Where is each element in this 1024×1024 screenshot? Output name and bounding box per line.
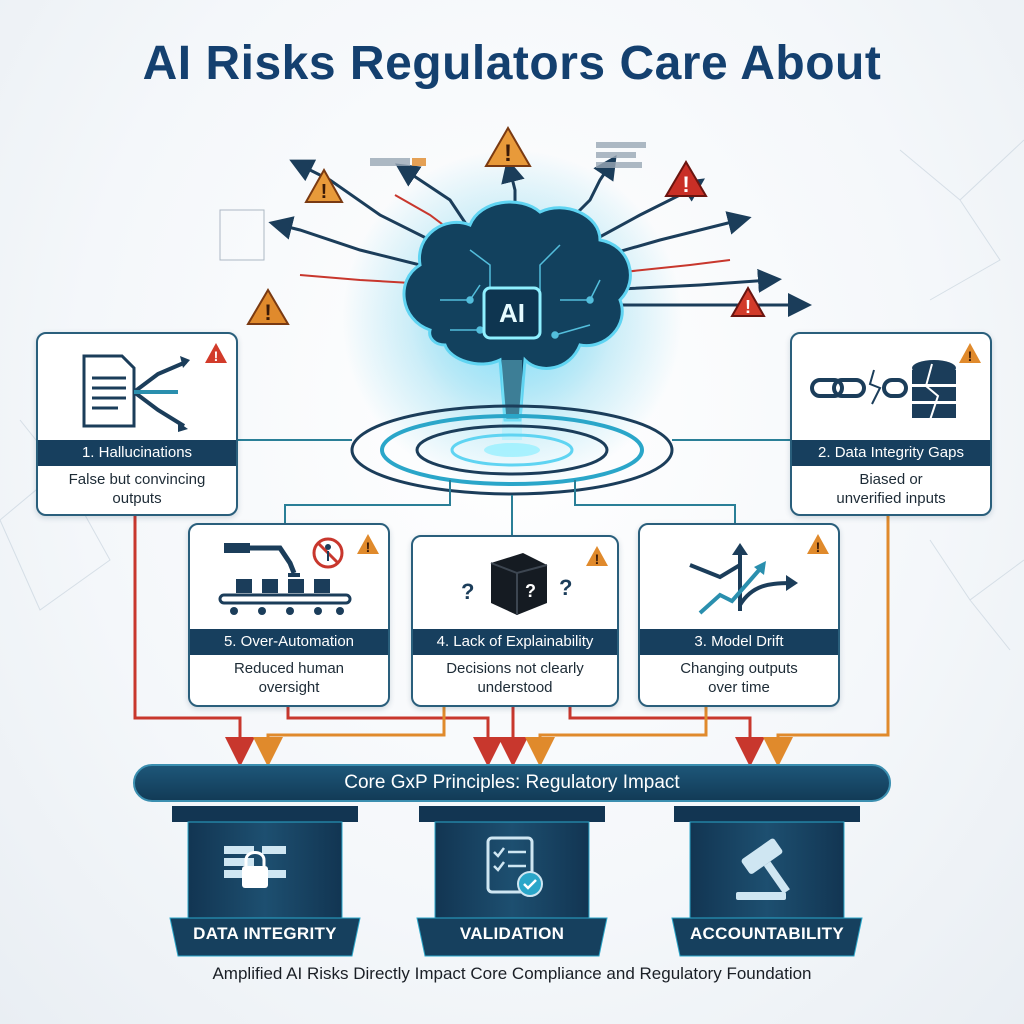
pillar-accountability: ACCOUNTABILITY: [682, 806, 852, 956]
robot-arm-conveyor-icon: [218, 537, 352, 615]
risk-description-line: outputs: [112, 490, 162, 507]
document-split-arrows-icon: [82, 354, 190, 432]
broken-chain-database-icon: [810, 360, 956, 421]
svg-text:!: !: [682, 172, 689, 197]
impact-flow-arrows: [133, 512, 890, 767]
risk-title: 5. Over-Automation: [190, 629, 388, 655]
warning-icon: !: [807, 534, 829, 555]
risk-card-lack-of-explainability: ? ? ? ! 4. Lack of Explainability Decisi…: [411, 535, 619, 707]
risk-description-line: unverified inputs: [836, 490, 946, 507]
ai-chip-label: AI: [499, 298, 525, 328]
risk-title: 2. Data Integrity Gaps: [792, 440, 990, 466]
card-connectors: [235, 439, 790, 535]
svg-text:!: !: [366, 539, 371, 555]
warning-triangles: ! ! ! ! !: [246, 126, 766, 325]
risk-title: 3. Model Drift: [640, 629, 838, 655]
pillar-data-integrity: DATA INTEGRITY: [180, 806, 350, 956]
svg-text:?: ?: [461, 579, 474, 604]
svg-text:!: !: [264, 300, 271, 325]
risk-description-line: Decisions not clearly: [446, 660, 584, 677]
risk-card-hallucinations: ! 1. Hallucinations False but convincing…: [36, 332, 238, 516]
platform-rings: [350, 404, 674, 496]
risk-card-over-automation: ! 5. Over-Automation Reduced human overs…: [188, 523, 390, 707]
risk-title: 1. Hallucinations: [38, 440, 236, 466]
svg-text:!: !: [214, 348, 219, 364]
lock-database-icon: [224, 846, 286, 888]
risk-description-line: False but convincing: [68, 471, 206, 488]
svg-text:!: !: [745, 297, 751, 317]
black-box-question-icon: ? ? ?: [461, 553, 572, 615]
svg-text:!: !: [504, 140, 512, 167]
risk-description-line: understood: [477, 679, 553, 696]
footer-caption: Amplified AI Risks Directly Impact Core …: [212, 964, 812, 983]
pillar-validation: VALIDATION: [427, 806, 597, 956]
pillar-label: VALIDATION: [459, 924, 565, 943]
svg-text:!: !: [321, 181, 328, 203]
risk-description-line: oversight: [258, 679, 320, 696]
svg-text:!: !: [968, 348, 973, 364]
pillar-label: DATA INTEGRITY: [193, 924, 337, 943]
svg-text:?: ?: [525, 581, 536, 601]
svg-text:?: ?: [559, 575, 572, 600]
warning-icon: !: [357, 534, 379, 555]
risk-description-line: Reduced human: [233, 660, 345, 677]
diverging-arrows-icon: [689, 543, 798, 615]
page-title: AI Risks Regulators Care About: [142, 37, 882, 90]
warning-icon: !: [205, 343, 227, 364]
gavel-icon: [736, 838, 790, 900]
risk-title: 4. Lack of Explainability: [413, 629, 617, 655]
ai-brain-icon: [402, 200, 632, 422]
light-beam: [502, 360, 522, 440]
data-fragments: [219, 142, 646, 261]
risk-description-line: over time: [708, 679, 770, 696]
risk-description-line: Changing outputs: [680, 660, 798, 677]
pillar-label: ACCOUNTABILITY: [689, 924, 845, 943]
gxp-principles-banner: Core GxP Principles: Regulatory Impact: [133, 764, 891, 802]
svg-text:!: !: [595, 551, 600, 567]
risk-description-line: Biased or: [859, 471, 923, 488]
svg-text:!: !: [816, 539, 821, 555]
risk-card-model-drift: ! 3. Model Drift Changing outputs over t…: [638, 523, 840, 707]
checklist-seal-icon: [486, 836, 543, 897]
warning-icon: !: [959, 343, 981, 364]
risk-card-data-integrity-gaps: ! 2. Data Integrity Gaps Biased or unver…: [790, 332, 992, 516]
warning-icon: !: [586, 546, 608, 567]
